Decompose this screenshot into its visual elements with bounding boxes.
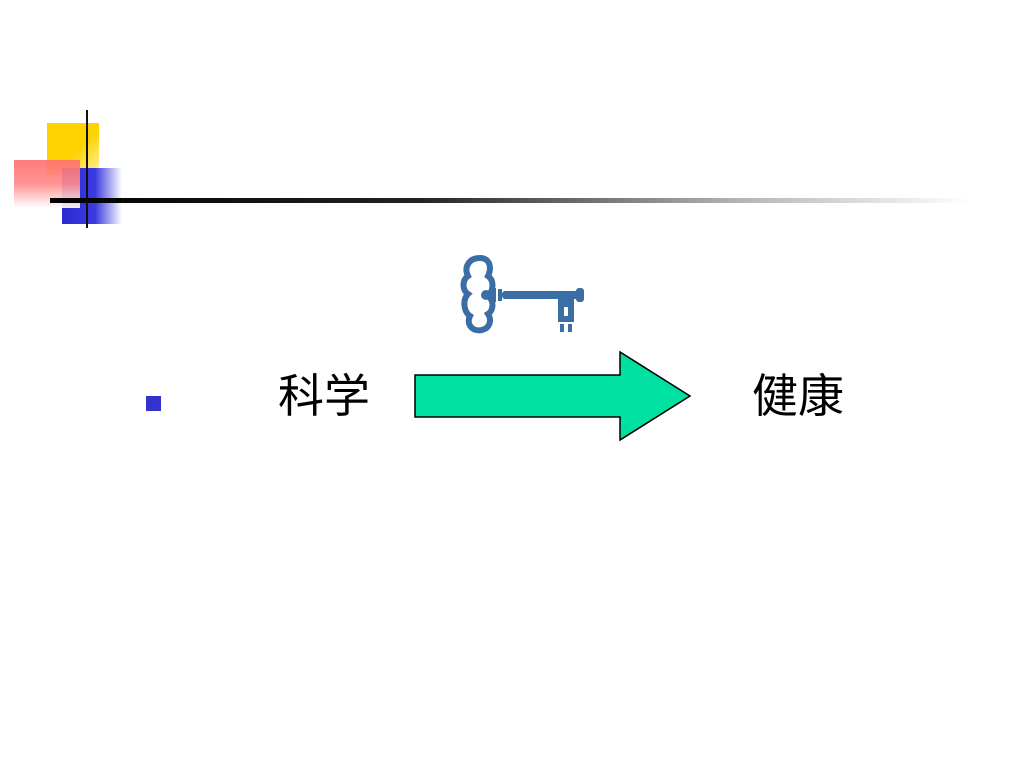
logo-vertical-line xyxy=(86,110,88,228)
title-divider-line xyxy=(50,198,970,203)
bullet-square xyxy=(146,396,161,411)
right-arrow-icon xyxy=(414,350,692,442)
word-health: 健康 xyxy=(752,369,844,423)
key-icon xyxy=(460,254,584,334)
word-science: 科学 xyxy=(278,369,370,423)
